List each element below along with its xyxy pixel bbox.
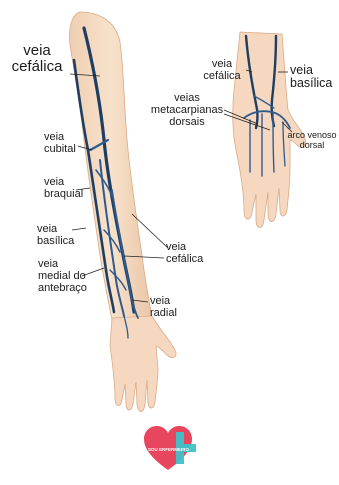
label-veia-cefalica-top: veia cefálica [6, 43, 68, 75]
label-veia-medial: veia medial do antebraço [38, 258, 87, 294]
label-veia-cefalica-lower: veia cefálica [166, 241, 203, 265]
label-veia-braquial: veia braquial [44, 176, 83, 200]
label-hand-veias-metacarpianas: veias metacarpianas dorsais [150, 92, 224, 128]
label-hand-veia-basilica: veia basílica [290, 64, 332, 90]
logo-text: SOU ENFERMEIRO [148, 447, 189, 452]
arm-hand-skin [110, 316, 176, 412]
label-hand-arco-venoso: arco venoso dorsal [286, 130, 338, 150]
label-veia-basilica-arm: veia basílica [37, 223, 74, 247]
label-veia-cubital: veia cubital [44, 131, 76, 155]
label-hand-veia-cefalica: veia cefálica [200, 58, 244, 82]
arm-illustration [69, 12, 176, 412]
label-veia-radial: veia radial [150, 295, 177, 319]
